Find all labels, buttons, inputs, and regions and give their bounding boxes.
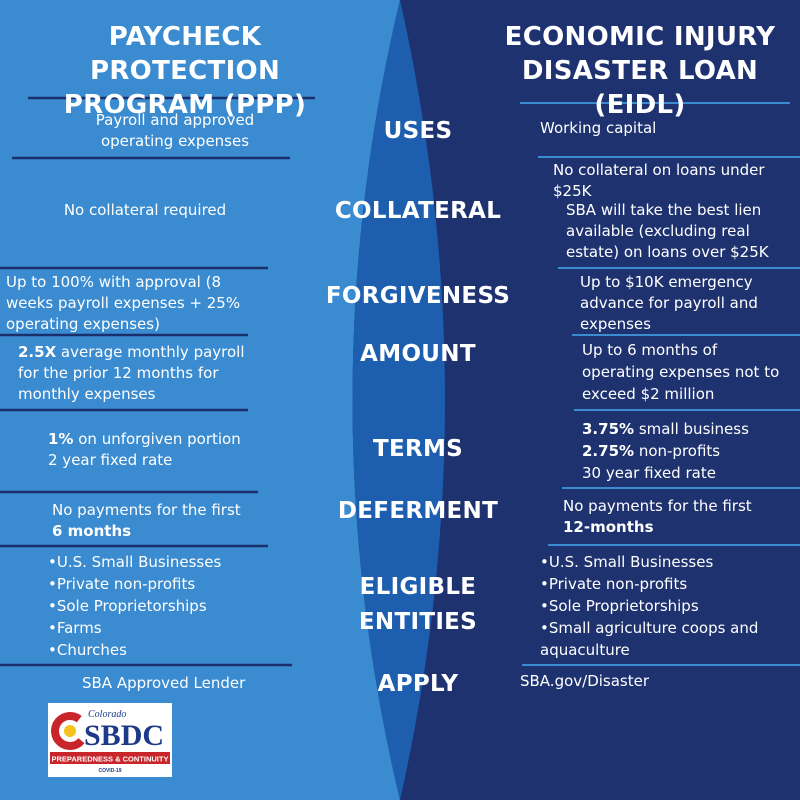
category-entities: ENTITIES xyxy=(358,609,478,635)
list-item: •Sole Proprietorships xyxy=(540,597,699,615)
eidl-collateral-1: No collateral on loans under $25K xyxy=(553,161,765,200)
right-panel xyxy=(352,0,800,800)
category-eligible: ELIGIBLE xyxy=(359,574,477,600)
eidl-uses: Working capital xyxy=(540,119,657,137)
ppp-deferment: No payments for the first 6 months xyxy=(52,500,262,542)
ppp-terms-rest: on unforgiven portion xyxy=(73,430,241,448)
ppp-title: PAYCHECK PROTECTION PROGRAM (PPP) xyxy=(10,20,360,122)
ppp-amount: 2.5X average monthly payroll for the pri… xyxy=(18,342,246,405)
eidl-deferment-period: 12-months xyxy=(563,518,654,536)
list-item: •Private non-profits xyxy=(48,575,196,593)
category-amount: AMOUNT xyxy=(360,341,476,367)
eidl-collateral-2: SBA will take the best lien available (e… xyxy=(566,201,769,261)
ppp-terms-bold: 1% xyxy=(48,430,74,448)
eidl-terms-2-rest: non-profits xyxy=(634,442,721,460)
ppp-terms-line2: 2 year fixed rate xyxy=(48,451,173,469)
eidl-title-line2: DISASTER LOAN (EIDL) xyxy=(521,56,759,120)
eidl-terms-line1: 3.75% small business xyxy=(582,418,792,440)
category-uses: USES xyxy=(383,118,453,144)
eidl-deferment-bold: 12-months xyxy=(563,517,793,538)
eidl-apply: SBA.gov/Disaster xyxy=(520,672,650,690)
list-item: •Sole Proprietorships xyxy=(48,597,207,615)
ppp-amount-rest: average monthly payroll for the prior 12… xyxy=(18,343,245,403)
colorado-sbdc-logo: Colorado SBDC PREPAREDNESS & CONTINUITY … xyxy=(48,703,172,777)
list-item: •Churches xyxy=(48,641,127,659)
ppp-forgiveness: Up to 100% with approval (8 weeks payrol… xyxy=(6,273,241,333)
logo-graphic: Colorado SBDC PREPAREDNESS & CONTINUITY … xyxy=(50,709,170,774)
ppp-title-line2: PROGRAM (PPP) xyxy=(63,90,307,120)
center-lens xyxy=(352,0,445,800)
eidl-terms: 3.75% small business 2.75% non-profits 3… xyxy=(582,418,792,484)
eidl-terms-1-bold: 3.75% xyxy=(582,420,635,438)
ppp-deferment-bold: 6 months xyxy=(52,521,262,542)
ppp-deferment-text: No payments for the first xyxy=(52,501,241,519)
ppp-deferment-period: 6 months xyxy=(52,522,132,540)
eidl-deferment-text: No payments for the first xyxy=(563,497,752,515)
logo-sun-dot xyxy=(64,725,76,737)
ppp-title-line1: PAYCHECK PROTECTION xyxy=(89,22,281,86)
logo-tagline: PREPAREDNESS & CONTINUITY xyxy=(52,755,169,764)
logo-name: SBDC xyxy=(84,719,164,752)
category-apply: APPLY xyxy=(377,671,459,697)
category-collateral: COLLATERAL xyxy=(334,198,502,224)
ppp-amount-bold: 2.5X xyxy=(18,343,57,361)
category-terms: TERMS xyxy=(372,436,464,462)
eidl-amount: Up to 6 months of operating expenses not… xyxy=(582,341,780,403)
left-dividers xyxy=(0,96,315,667)
list-item: •Private non-profits xyxy=(540,575,688,593)
eidl-title: ECONOMIC INJURY DISASTER LOAN (EIDL) xyxy=(480,20,800,122)
logo-sub: COVID-19 xyxy=(98,768,121,774)
right-dividers xyxy=(520,102,800,666)
eidl-terms-line2: 2.75% non-profits xyxy=(582,440,792,462)
list-item: •Small agriculture coops and aquaculture xyxy=(540,619,759,659)
list-item: •U.S. Small Businesses xyxy=(48,553,222,571)
ppp-terms-line1: 1% on unforgiven portion xyxy=(48,429,258,450)
eidl-terms-line3: 30 year fixed rate xyxy=(582,464,716,482)
category-forgiveness: FORGIVENESS xyxy=(325,283,511,309)
ppp-uses: Payroll and approved operating expenses xyxy=(95,111,255,150)
logo-band xyxy=(50,752,170,764)
ppp-collateral: No collateral required xyxy=(63,201,227,219)
eidl-terms-1-rest: small business xyxy=(634,420,749,438)
ppp-terms: 1% on unforgiven portion 2 year fixed ra… xyxy=(48,429,258,471)
category-deferment: DEFERMENT xyxy=(337,498,499,524)
list-item: •U.S. Small Businesses xyxy=(540,553,714,571)
eidl-terms-2-bold: 2.75% xyxy=(582,442,635,460)
ppp-eligible-list: •U.S. Small Businesses •Private non-prof… xyxy=(48,551,278,661)
logo-script: Colorado xyxy=(88,709,126,720)
eidl-deferment: No payments for the first 12-months xyxy=(563,496,793,538)
eidl-title-line1: ECONOMIC INJURY xyxy=(504,22,776,52)
ppp-apply: SBA Approved Lender xyxy=(82,674,246,692)
list-item: •Farms xyxy=(48,619,102,637)
eidl-forgiveness: Up to $10K emergency advance for payroll… xyxy=(580,273,758,333)
eidl-eligible-list: •U.S. Small Businesses •Private non-prof… xyxy=(540,551,796,661)
